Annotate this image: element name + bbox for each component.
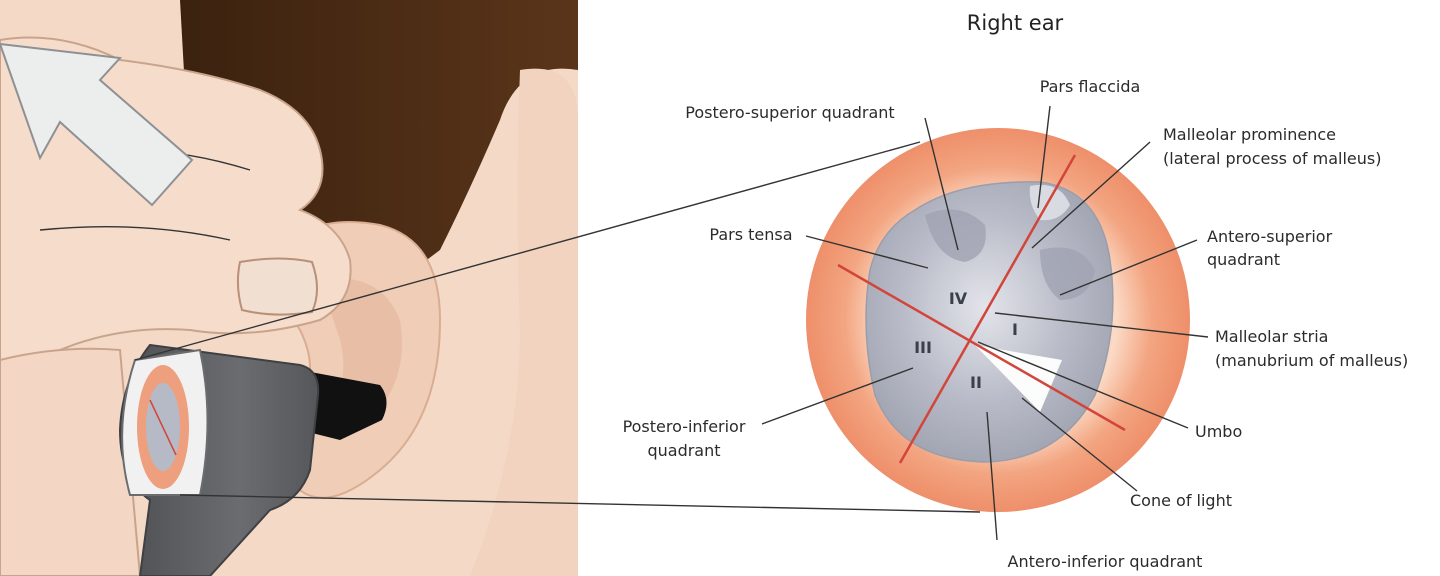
quadrant-i-numeral: I bbox=[1012, 320, 1018, 339]
tympanic-membrane-view: Right ear IV I III II Pars flaccida Post… bbox=[623, 11, 1409, 571]
wrist-shape bbox=[0, 349, 140, 576]
label-malleolar-stria-line2: (manubrium of malleus) bbox=[1215, 351, 1408, 370]
label-pars-tensa: Pars tensa bbox=[709, 225, 792, 244]
quadrant-ii-numeral: II bbox=[970, 373, 982, 392]
label-malleolar-prominence-line2: (lateral process of malleus) bbox=[1163, 149, 1381, 168]
label-postero-superior-quadrant: Postero-superior quadrant bbox=[685, 103, 894, 122]
label-antero-superior-line1: Antero-superior bbox=[1207, 227, 1333, 246]
quadrant-iii-numeral: III bbox=[914, 338, 932, 357]
diagram-title: Right ear bbox=[967, 11, 1064, 35]
label-malleolar-prominence-line1: Malleolar prominence bbox=[1163, 125, 1336, 144]
label-postero-inferior-line2: quadrant bbox=[647, 441, 720, 460]
label-malleolar-stria-line1: Malleolar stria bbox=[1215, 327, 1328, 346]
label-postero-inferior-line1: Postero-inferior bbox=[623, 417, 746, 436]
label-umbo: Umbo bbox=[1195, 422, 1242, 441]
thumbnail-shape bbox=[238, 259, 317, 315]
quadrant-iv-numeral: IV bbox=[949, 289, 968, 308]
label-antero-inferior-quadrant: Antero-inferior quadrant bbox=[1008, 552, 1203, 571]
label-pars-flaccida: Pars flaccida bbox=[1040, 77, 1141, 96]
label-antero-superior-line2: quadrant bbox=[1207, 250, 1280, 269]
ear-examination-illustration bbox=[0, 0, 578, 576]
label-cone-of-light: Cone of light bbox=[1130, 491, 1232, 510]
